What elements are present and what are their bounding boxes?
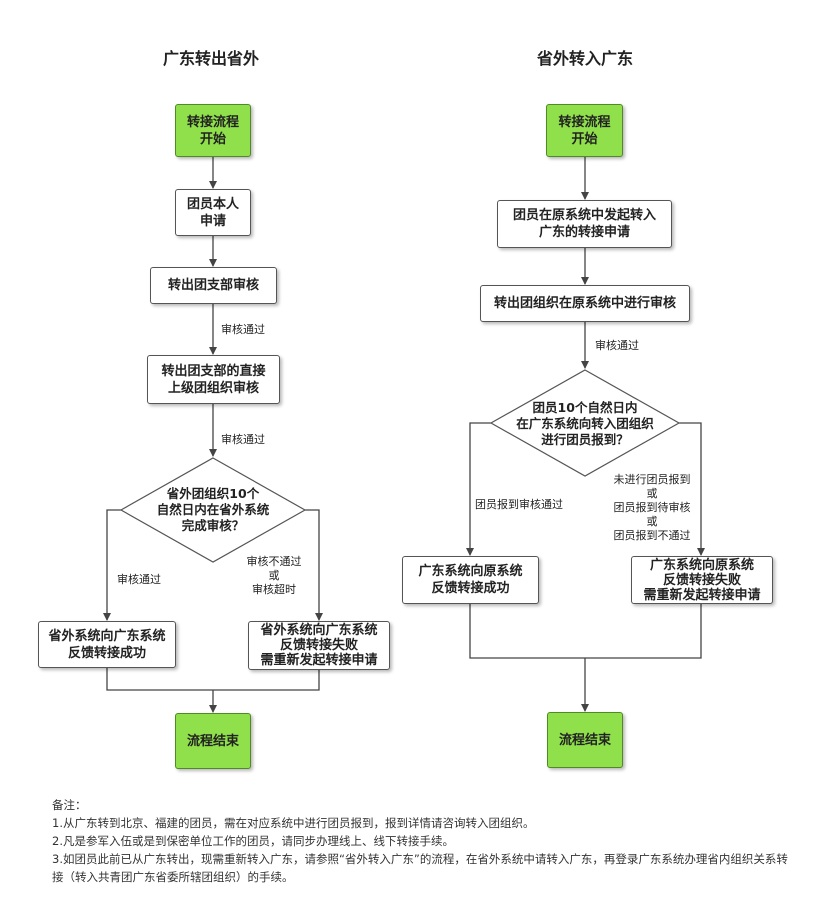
node-line: 团员在原系统中发起转入 <box>512 208 656 223</box>
connector <box>679 422 705 556</box>
node-line: 转出团支部的直接 <box>161 363 266 379</box>
node-line: 反馈转接成功 <box>431 581 510 596</box>
left-end-node: 流程结束 <box>175 713 251 769</box>
left-apply-node: 团员本人 申请 <box>175 189 251 236</box>
connector <box>469 604 702 659</box>
notes-heading: 备注： <box>52 798 87 812</box>
node-line: 广东系统向原系统 <box>418 564 523 579</box>
right-label-no: 未进行团员报到 或 团员报到待审核 或 团员报到不通过 <box>600 473 704 543</box>
node-line: 开始 <box>571 131 598 147</box>
decision-diamond <box>489 369 681 477</box>
right-start-node: 转接流程 开始 <box>546 104 623 157</box>
node-line: 转接流程 <box>186 114 239 130</box>
connector <box>305 509 323 621</box>
right-title: 省外转入广东 <box>537 49 634 68</box>
left-label-no: 审核不通过 或 审核超时 <box>236 555 312 597</box>
node-line: 转出团组织在原系统中进行审核 <box>493 296 676 311</box>
node-line: 广东系统向原系统 <box>649 557 754 573</box>
node-line: 需重新发起转接申请 <box>260 653 378 668</box>
left-fail-node: 省外系统向广东系统 反馈转接失败 需重新发起转接申请 <box>248 621 390 670</box>
left-title: 广东转出省外 <box>163 49 260 68</box>
node-line: 申请 <box>199 213 226 229</box>
label-line: 未进行团员报到 <box>613 473 691 486</box>
label-line: 审核超时 <box>252 583 296 596</box>
node-line: 完成审核？ <box>181 518 245 533</box>
note-item: 2.凡是参军入伍或是到保密单位工作的团员，请同步办理线上、线下转接手续。 <box>52 834 454 848</box>
left-success-node: 省外系统向广东系统 反馈转接成功 <box>38 621 176 668</box>
right-apply-node: 团员在原系统中发起转入 广东的转接申请 <box>497 200 672 248</box>
node-line: 省外团组织10个 <box>166 486 260 501</box>
node-line: 在广东系统向转入团组织 <box>516 416 654 431</box>
node-line: 省外系统向广东系统 <box>48 628 166 644</box>
left-decision-text: 省外团组织10个 自然日内在省外系统 完成审核？ <box>141 484 285 536</box>
node-line: 转接流程 <box>558 114 611 130</box>
left-label-pass-2: 审核通过 <box>221 433 265 446</box>
node-line: 自然日内在省外系统 <box>156 502 270 517</box>
right-end-node: 流程结束 <box>547 712 623 768</box>
label-line: 团员报到待审核 <box>613 501 691 514</box>
node-line: 流程结束 <box>186 733 239 749</box>
node-line: 团员10个自然日内 <box>532 400 638 415</box>
notes: 备注： 1.从广东转到北京、福建的团员，需在对应系统中进行团员报到，报到详情请咨… <box>52 796 792 886</box>
label-line: 或 <box>646 487 658 500</box>
node-line: 团员本人 <box>186 196 239 212</box>
left-label-yes: 审核通过 <box>117 573 161 586</box>
connector <box>106 668 320 691</box>
left-start-node: 转接流程 开始 <box>175 104 251 157</box>
node-line: 省外系统向广东系统 <box>260 623 378 638</box>
node-line: 上级团组织审核 <box>167 380 259 396</box>
label-line: 或 <box>646 515 658 528</box>
left-superior-review-node: 转出团支部的直接 上级团组织审核 <box>147 355 280 404</box>
left-label-pass-1: 审核通过 <box>221 323 265 336</box>
decision-diamond <box>119 457 307 563</box>
label-line: 或 <box>268 569 280 582</box>
node-line: 进行团员报到？ <box>541 432 629 447</box>
node-line: 反馈转接失败 <box>279 638 358 653</box>
right-label-yes: 团员报到审核通过 <box>475 498 563 511</box>
node-line: 开始 <box>199 131 226 147</box>
left-branch-review-node: 转出团支部审核 <box>150 267 277 304</box>
note-item: 3.如团员此前已从广东转出，现需重新转入广东，请参照“省外转入广东”的流程，在省… <box>52 852 788 884</box>
node-line: 广东的转接申请 <box>538 225 630 240</box>
right-label-pass: 审核通过 <box>595 339 639 352</box>
node-line: 需重新发起转接申请 <box>643 587 761 603</box>
right-decision-text: 团员10个自然日内 在广东系统向转入团组织 进行团员报到？ <box>500 398 670 450</box>
node-line: 转出团支部审核 <box>167 278 259 293</box>
right-review-node: 转出团组织在原系统中进行审核 <box>480 285 690 322</box>
right-success-node: 广东系统向原系统 反馈转接成功 <box>402 556 539 604</box>
note-item: 1.从广东转到北京、福建的团员，需在对应系统中进行团员报到，报到详情请咨询转入团… <box>52 816 535 830</box>
right-fail-node: 广东系统向原系统 反馈转接失败 需重新发起转接申请 <box>631 556 773 604</box>
node-line: 反馈转接成功 <box>67 645 146 661</box>
node-line: 反馈转接失败 <box>662 572 741 588</box>
label-line: 团员报到不通过 <box>613 529 691 542</box>
node-line: 流程结束 <box>558 732 611 748</box>
connector <box>103 509 121 621</box>
connector <box>466 422 491 556</box>
label-line: 审核不通过 <box>246 555 302 568</box>
